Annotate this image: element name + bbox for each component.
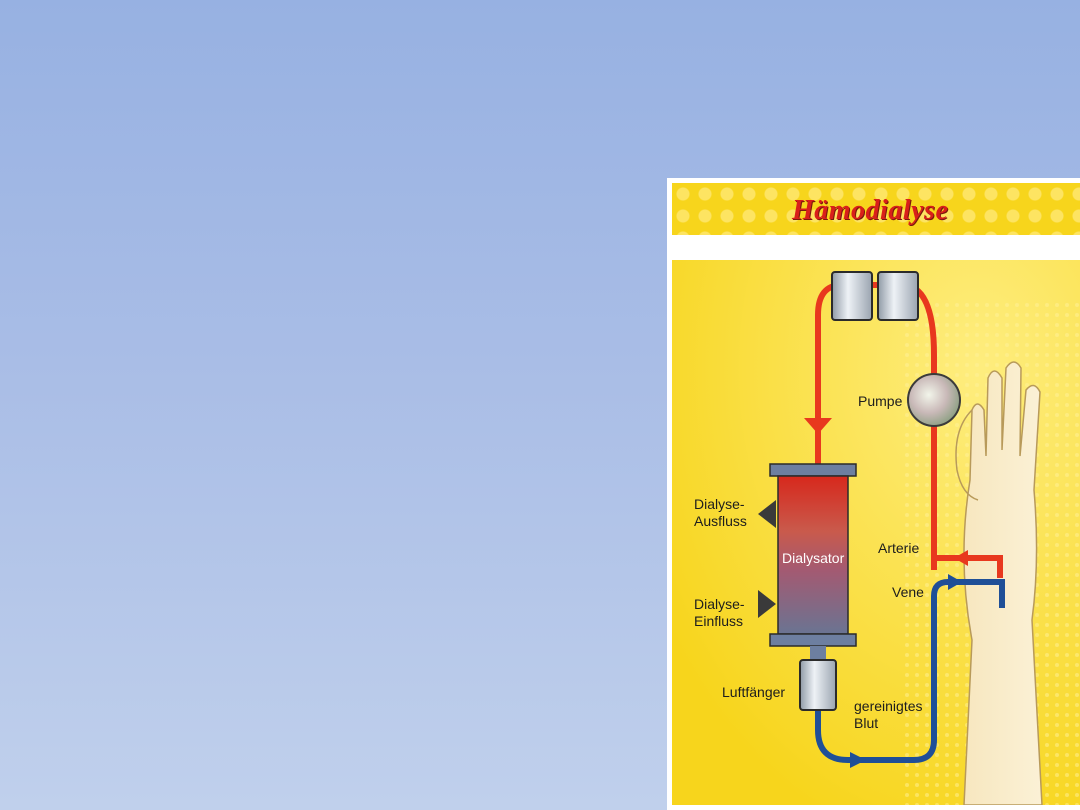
diagram-panel: Pumpe Dialyse- Ausfluss Dialyse- Einflus… bbox=[672, 260, 1080, 805]
vein-arrow-icon bbox=[948, 574, 962, 590]
dialyzer-cap-bottom bbox=[769, 633, 857, 647]
title-dot-pattern bbox=[672, 183, 1080, 235]
label-dialysate-out: Dialyse- Ausfluss bbox=[694, 496, 747, 529]
label-vein: Vene bbox=[892, 584, 924, 600]
dialysate-out-arrow-icon bbox=[758, 500, 776, 528]
dialysate-in-arrow-icon bbox=[758, 590, 776, 618]
dialyzer-cap-top bbox=[769, 463, 857, 477]
air-trap-connector bbox=[810, 646, 826, 660]
thumb-outline bbox=[955, 409, 979, 501]
label-pump: Pumpe bbox=[858, 393, 903, 409]
venous-line bbox=[815, 579, 1005, 763]
diagram-graphic bbox=[672, 260, 1080, 805]
pump-icon bbox=[907, 373, 961, 427]
artery-arrow-icon bbox=[954, 550, 968, 566]
title-band: Hämodialyse bbox=[672, 183, 1080, 235]
top-canister-right bbox=[877, 271, 919, 321]
diagram-title: Hämodialyse bbox=[792, 195, 949, 226]
air-trap-icon bbox=[799, 659, 837, 711]
label-dialysate-in: Dialyse- Einfluss bbox=[694, 596, 745, 629]
hemodialysis-figure: Hämodialyse bbox=[667, 178, 1080, 810]
flow-arrow-icon bbox=[804, 418, 832, 434]
flow-arrow-icon bbox=[850, 752, 866, 768]
dialyzer-icon bbox=[777, 475, 849, 635]
label-dialyzer: Dialysator bbox=[782, 550, 845, 566]
label-cleaned-blood: gereinigtes Blut bbox=[854, 698, 923, 731]
top-canister-left bbox=[831, 271, 873, 321]
label-air-trap: Luftfänger bbox=[722, 684, 786, 700]
label-artery: Arterie bbox=[878, 540, 920, 556]
